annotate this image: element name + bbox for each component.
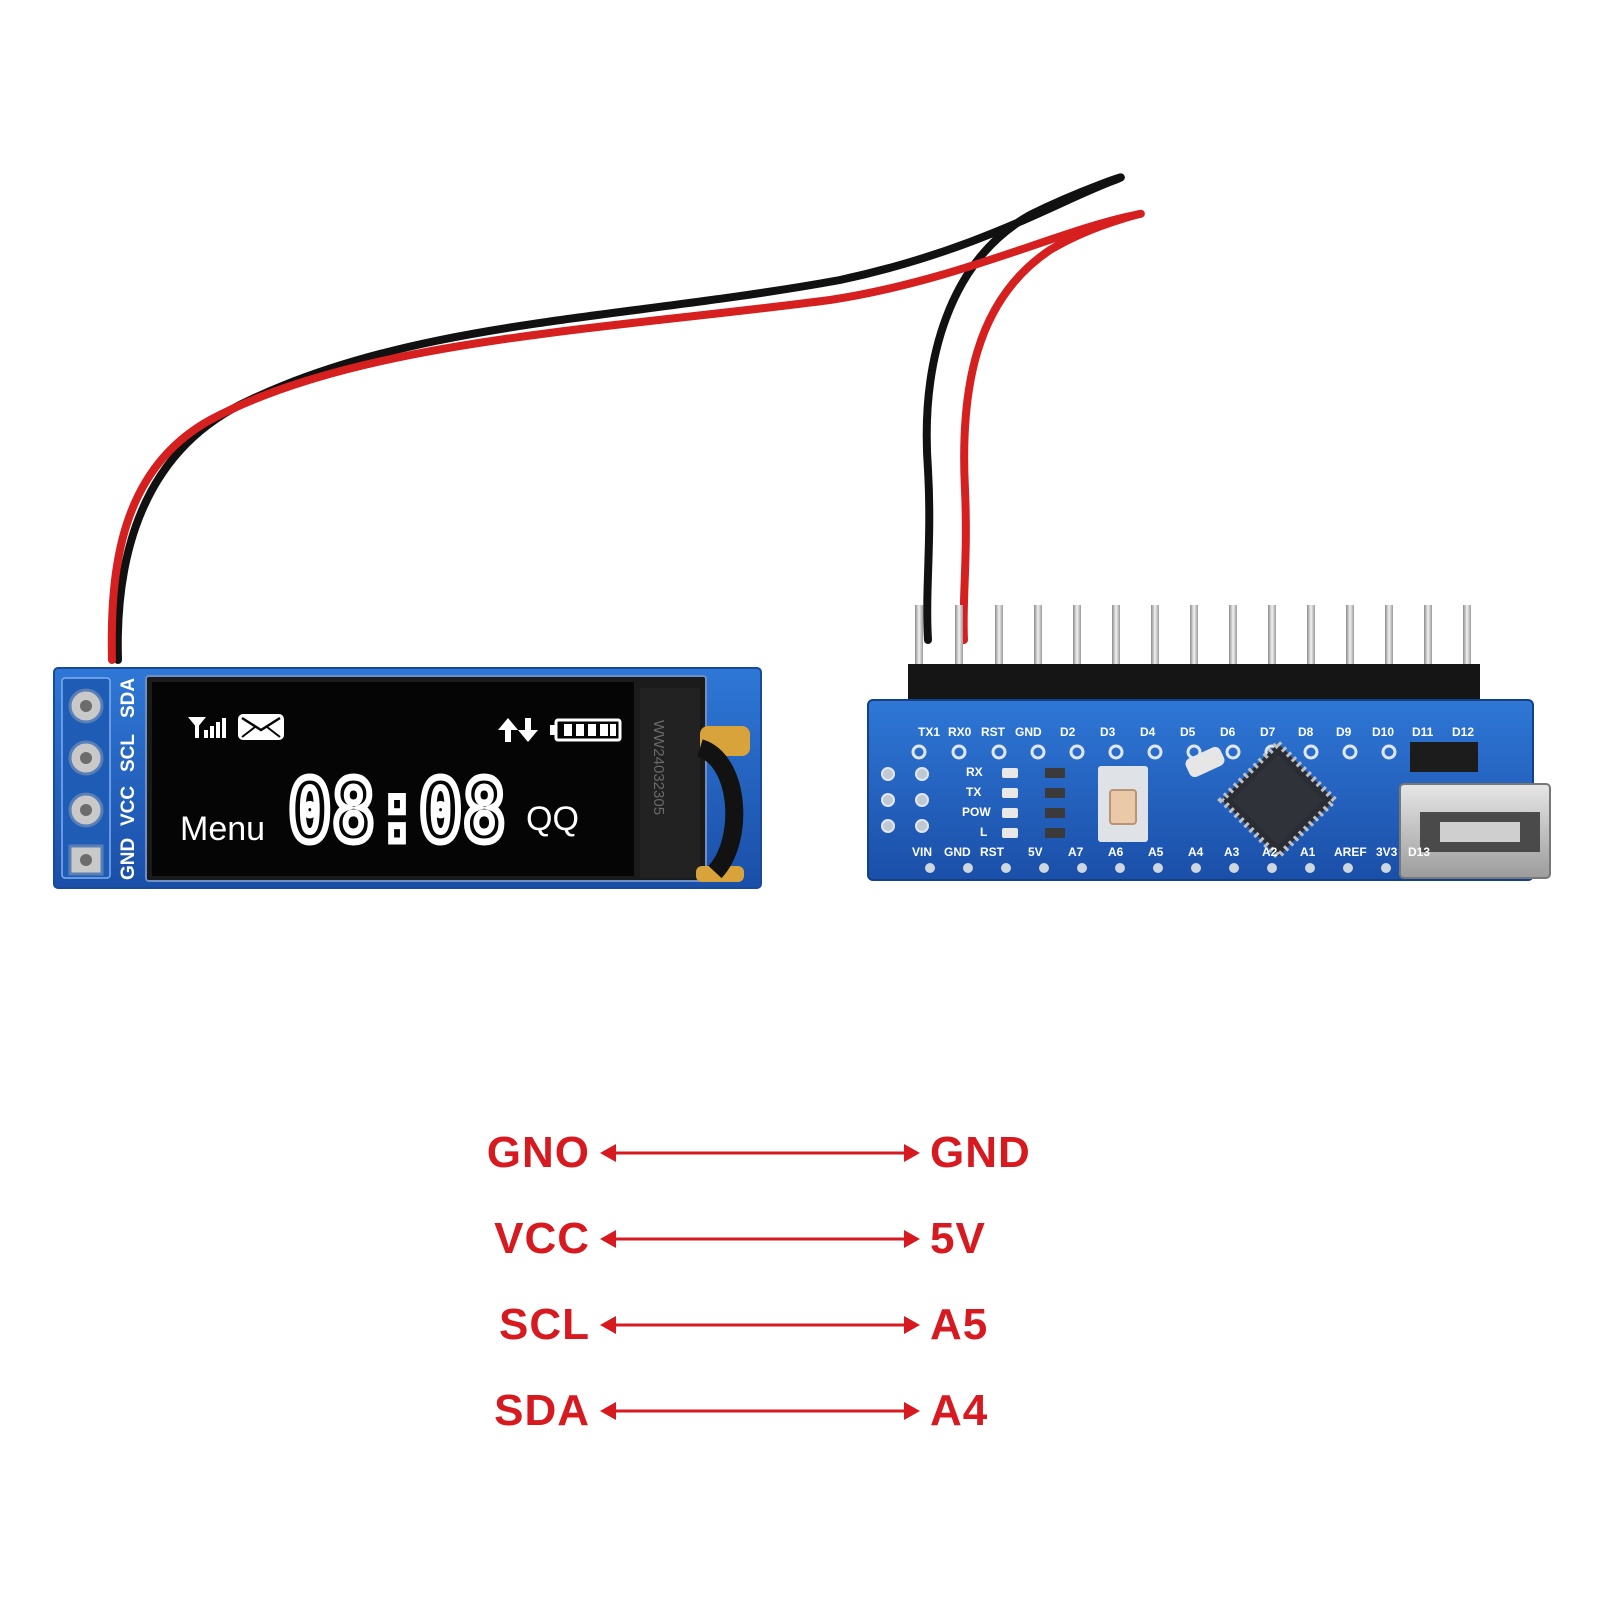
svg-text:RST: RST bbox=[981, 725, 1006, 739]
oled-pin-strip bbox=[61, 677, 111, 879]
svg-text:D7: D7 bbox=[1260, 725, 1276, 739]
svg-text:3V3: 3V3 bbox=[1376, 845, 1398, 859]
nano-led-labels: RX TX POW L bbox=[962, 765, 991, 839]
oled-pin-vcc-label: VCC bbox=[494, 1214, 590, 1263]
double-arrow-icon bbox=[600, 1402, 920, 1420]
nano-board: TX1 RX0 RST GND D2 D3 D4 D5 D6 D7 D8 D9 … bbox=[867, 605, 1551, 881]
envelope-icon bbox=[238, 714, 284, 740]
battery-icon bbox=[550, 718, 622, 742]
svg-text:L: L bbox=[980, 825, 987, 839]
mapping-row-sda: SDA A4 bbox=[0, 1381, 1600, 1441]
svg-text:VIN: VIN bbox=[912, 845, 932, 859]
double-arrow-icon bbox=[600, 1316, 920, 1334]
oled-pin-label-sda: SDA bbox=[118, 678, 139, 718]
flex-cable bbox=[640, 688, 700, 878]
oled-pin-label-scl: SCL bbox=[118, 734, 139, 772]
svg-text:D13: D13 bbox=[1408, 845, 1430, 859]
svg-text:A6: A6 bbox=[1108, 845, 1124, 859]
svg-text:RST: RST bbox=[980, 845, 1005, 859]
svg-text:A5: A5 bbox=[1148, 845, 1164, 859]
crystal bbox=[1185, 746, 1225, 778]
nano-icsp-header bbox=[881, 767, 929, 833]
mapping-row-scl: SCL A5 bbox=[0, 1295, 1600, 1355]
signal-icon bbox=[188, 717, 226, 738]
voltage-regulator bbox=[1410, 742, 1478, 772]
mapping-row-gnd: GNO GND bbox=[0, 1123, 1600, 1183]
svg-text:D10: D10 bbox=[1372, 725, 1394, 739]
up-down-arrows-icon bbox=[498, 718, 538, 742]
svg-text:TX: TX bbox=[966, 785, 981, 799]
svg-text:A3: A3 bbox=[1224, 845, 1240, 859]
wire-pair bbox=[107, 173, 1145, 664]
svg-text:D4: D4 bbox=[1140, 725, 1156, 739]
double-arrow-icon bbox=[600, 1230, 920, 1248]
reset-button bbox=[1109, 789, 1137, 825]
flex-ribbon bbox=[696, 739, 744, 879]
svg-text:A4: A4 bbox=[1188, 845, 1204, 859]
svg-text:RX0: RX0 bbox=[948, 725, 972, 739]
screen-menu-text: Menu bbox=[180, 810, 265, 848]
flex-cable-code: WW24032305 bbox=[650, 720, 667, 815]
svg-text:D8: D8 bbox=[1298, 725, 1314, 739]
double-arrow-icon bbox=[600, 1144, 920, 1162]
red-wire bbox=[107, 209, 1145, 664]
nano-header-housing bbox=[908, 664, 1480, 704]
svg-text:RX: RX bbox=[966, 765, 983, 779]
svg-text:D5: D5 bbox=[1180, 725, 1196, 739]
mini-usb-port bbox=[1399, 783, 1551, 879]
oled-module: SDA SCL VCC GND WW24032305 bbox=[53, 667, 762, 889]
svg-text:D3: D3 bbox=[1100, 725, 1116, 739]
screen-clock-text: 08:08 bbox=[288, 762, 506, 862]
svg-text:D12: D12 bbox=[1452, 725, 1474, 739]
oled-pin-gnd-label: GNO bbox=[486, 1128, 590, 1177]
nano-bottom-pads bbox=[925, 863, 1391, 873]
svg-text:GND: GND bbox=[1015, 725, 1042, 739]
svg-text:D2: D2 bbox=[1060, 725, 1076, 739]
svg-text:A7: A7 bbox=[1068, 845, 1084, 859]
nano-pin-a4-label: A4 bbox=[930, 1386, 989, 1435]
svg-text:POW: POW bbox=[962, 805, 991, 819]
nano-pin-a5-label: A5 bbox=[930, 1300, 989, 1349]
svg-text:A1: A1 bbox=[1300, 845, 1316, 859]
oled-pin-label-vcc: VCC bbox=[118, 786, 139, 826]
svg-text:A2: A2 bbox=[1262, 845, 1278, 859]
oled-pin-label-gnd: GND bbox=[118, 838, 139, 880]
nano-top-silkscreen: TX1 RX0 RST GND D2 D3 D4 D5 D6 D7 D8 D9 … bbox=[918, 725, 1474, 739]
mapping-row-vcc: VCC 5V bbox=[0, 1209, 1600, 1269]
oled-pin-sda-label: SDA bbox=[494, 1386, 590, 1435]
oled-screen bbox=[152, 682, 634, 876]
oled-pin-pads bbox=[68, 688, 104, 876]
black-wire bbox=[113, 173, 1125, 664]
svg-text:D11: D11 bbox=[1412, 725, 1434, 739]
svg-text:TX1: TX1 bbox=[918, 725, 940, 739]
nano-leds bbox=[1002, 768, 1065, 838]
nano-pin-5v-label: 5V bbox=[930, 1214, 986, 1263]
oled-pin-scl-label: SCL bbox=[499, 1300, 590, 1349]
svg-text:AREF: AREF bbox=[1334, 845, 1367, 859]
screen-corner-text: QQ bbox=[526, 800, 579, 838]
nano-bottom-silkscreen: VIN GND RST 5V A7 A6 A5 A4 A3 A2 A1 AREF… bbox=[912, 845, 1430, 859]
nano-pin-gnd-label: GND bbox=[930, 1128, 1031, 1177]
svg-text:5V: 5V bbox=[1028, 845, 1043, 859]
svg-text:D6: D6 bbox=[1220, 725, 1236, 739]
svg-text:D9: D9 bbox=[1336, 725, 1352, 739]
svg-text:GND: GND bbox=[944, 845, 971, 859]
nano-header-pins bbox=[915, 605, 1471, 669]
